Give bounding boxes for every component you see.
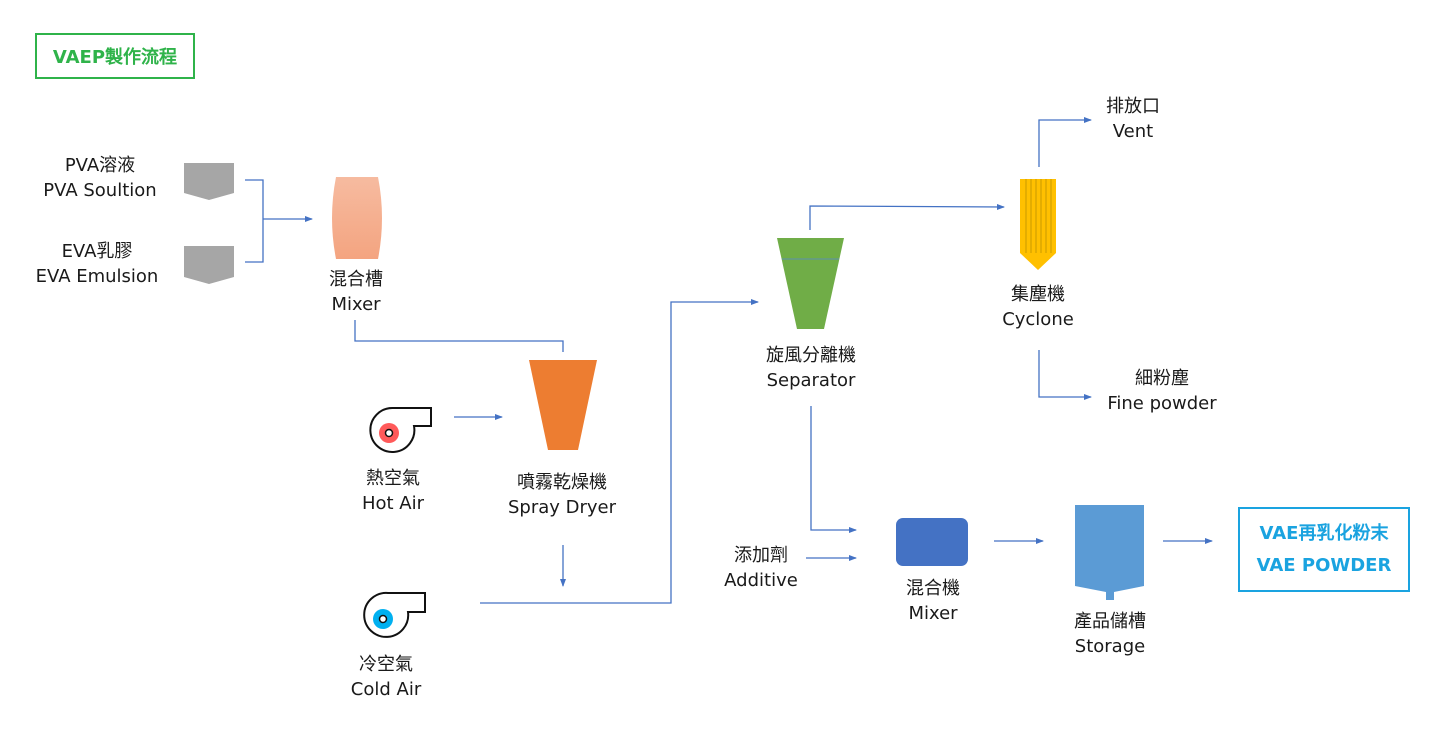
mixer-machine-label-en: Mixer	[908, 603, 958, 624]
fine-powder-label-zh: 細粉塵	[1135, 368, 1189, 389]
cold-air-fan-icon	[363, 591, 426, 638]
hot-air-label-zh: 熱空氣	[365, 468, 420, 489]
fine-powder-label: 細粉塵 Fine powder	[1107, 366, 1216, 416]
connectors	[245, 117, 1213, 604]
spray-dryer-label-en: Spray Dryer	[507, 497, 617, 518]
separator-label: 旋風分離機 Separator	[766, 343, 856, 393]
cyclone-label-en: Cyclone	[1002, 309, 1074, 330]
additive-label-zh: 添加劑	[733, 545, 788, 566]
separator-shape	[777, 238, 844, 329]
cold-air-label-zh: 冷空氣	[358, 654, 413, 675]
separator-label-en: Separator	[766, 370, 856, 391]
hot-air-fan-icon	[369, 406, 432, 453]
eva-label-zh: EVA乳膠	[61, 241, 133, 262]
fine-powder-label-en: Fine powder	[1107, 393, 1217, 414]
vent-label-en: Vent	[1112, 121, 1154, 142]
mixer-tank-label-en: Mixer	[331, 294, 381, 315]
cold-air-label: 冷空氣 Cold Air	[351, 652, 421, 702]
cyclone-label-zh: 集塵機	[1011, 284, 1065, 305]
vent-label: 排放口 Vent	[1106, 94, 1160, 144]
hot-air-label: 熱空氣 Hot Air	[362, 466, 424, 516]
separator-label-zh: 旋風分離機	[766, 345, 856, 366]
storage-label: 產品儲槽 Storage	[1074, 609, 1146, 659]
mixer-tank-label-zh: 混合槽	[329, 269, 383, 290]
cyclone-shape	[1020, 179, 1056, 270]
cyclone-label: 集塵機 Cyclone	[1002, 282, 1074, 332]
pva-label: PVA溶液 PVA Soultion	[43, 153, 156, 203]
mixer-machine-label-zh: 混合機	[906, 578, 960, 599]
pva-label-zh: PVA溶液	[64, 155, 136, 176]
pva-tank-shape	[184, 163, 234, 200]
cold-air-label-en: Cold Air	[350, 679, 422, 700]
mixer-machine-label: 混合機 Mixer	[906, 576, 960, 626]
eva-label-en: EVA Emulsion	[35, 266, 159, 287]
hot-air-label-en: Hot Air	[361, 493, 425, 514]
mixer-tank-shape	[332, 177, 382, 259]
pva-label-en: PVA Soultion	[43, 180, 157, 201]
mixer-tank-label: 混合槽 Mixer	[329, 267, 383, 317]
diagram-title: VAEP製作流程	[35, 33, 195, 79]
spray-dryer-label-zh: 噴霧乾燥機	[516, 472, 607, 493]
output-label-en: VAE POWDER	[1256, 554, 1392, 576]
additive-label-en: Additive	[724, 570, 798, 591]
eva-label: EVA乳膠 EVA Emulsion	[36, 239, 159, 289]
mixer-machine-shape	[896, 518, 968, 566]
storage-shape	[1075, 505, 1144, 600]
spray-dryer-shape	[529, 360, 597, 450]
storage-label-en: Storage	[1074, 636, 1146, 657]
storage-label-zh: 產品儲槽	[1074, 611, 1146, 632]
eva-tank-shape	[184, 246, 234, 284]
output-product-box: VAE再乳化粉末 VAE POWDER	[1238, 507, 1410, 592]
spray-dryer-label: 噴霧乾燥機 Spray Dryer	[508, 470, 616, 520]
vent-label-zh: 排放口	[1106, 96, 1160, 117]
additive-label: 添加劑 Additive	[724, 543, 798, 593]
output-label-zh: VAE再乳化粉末	[1259, 522, 1389, 544]
